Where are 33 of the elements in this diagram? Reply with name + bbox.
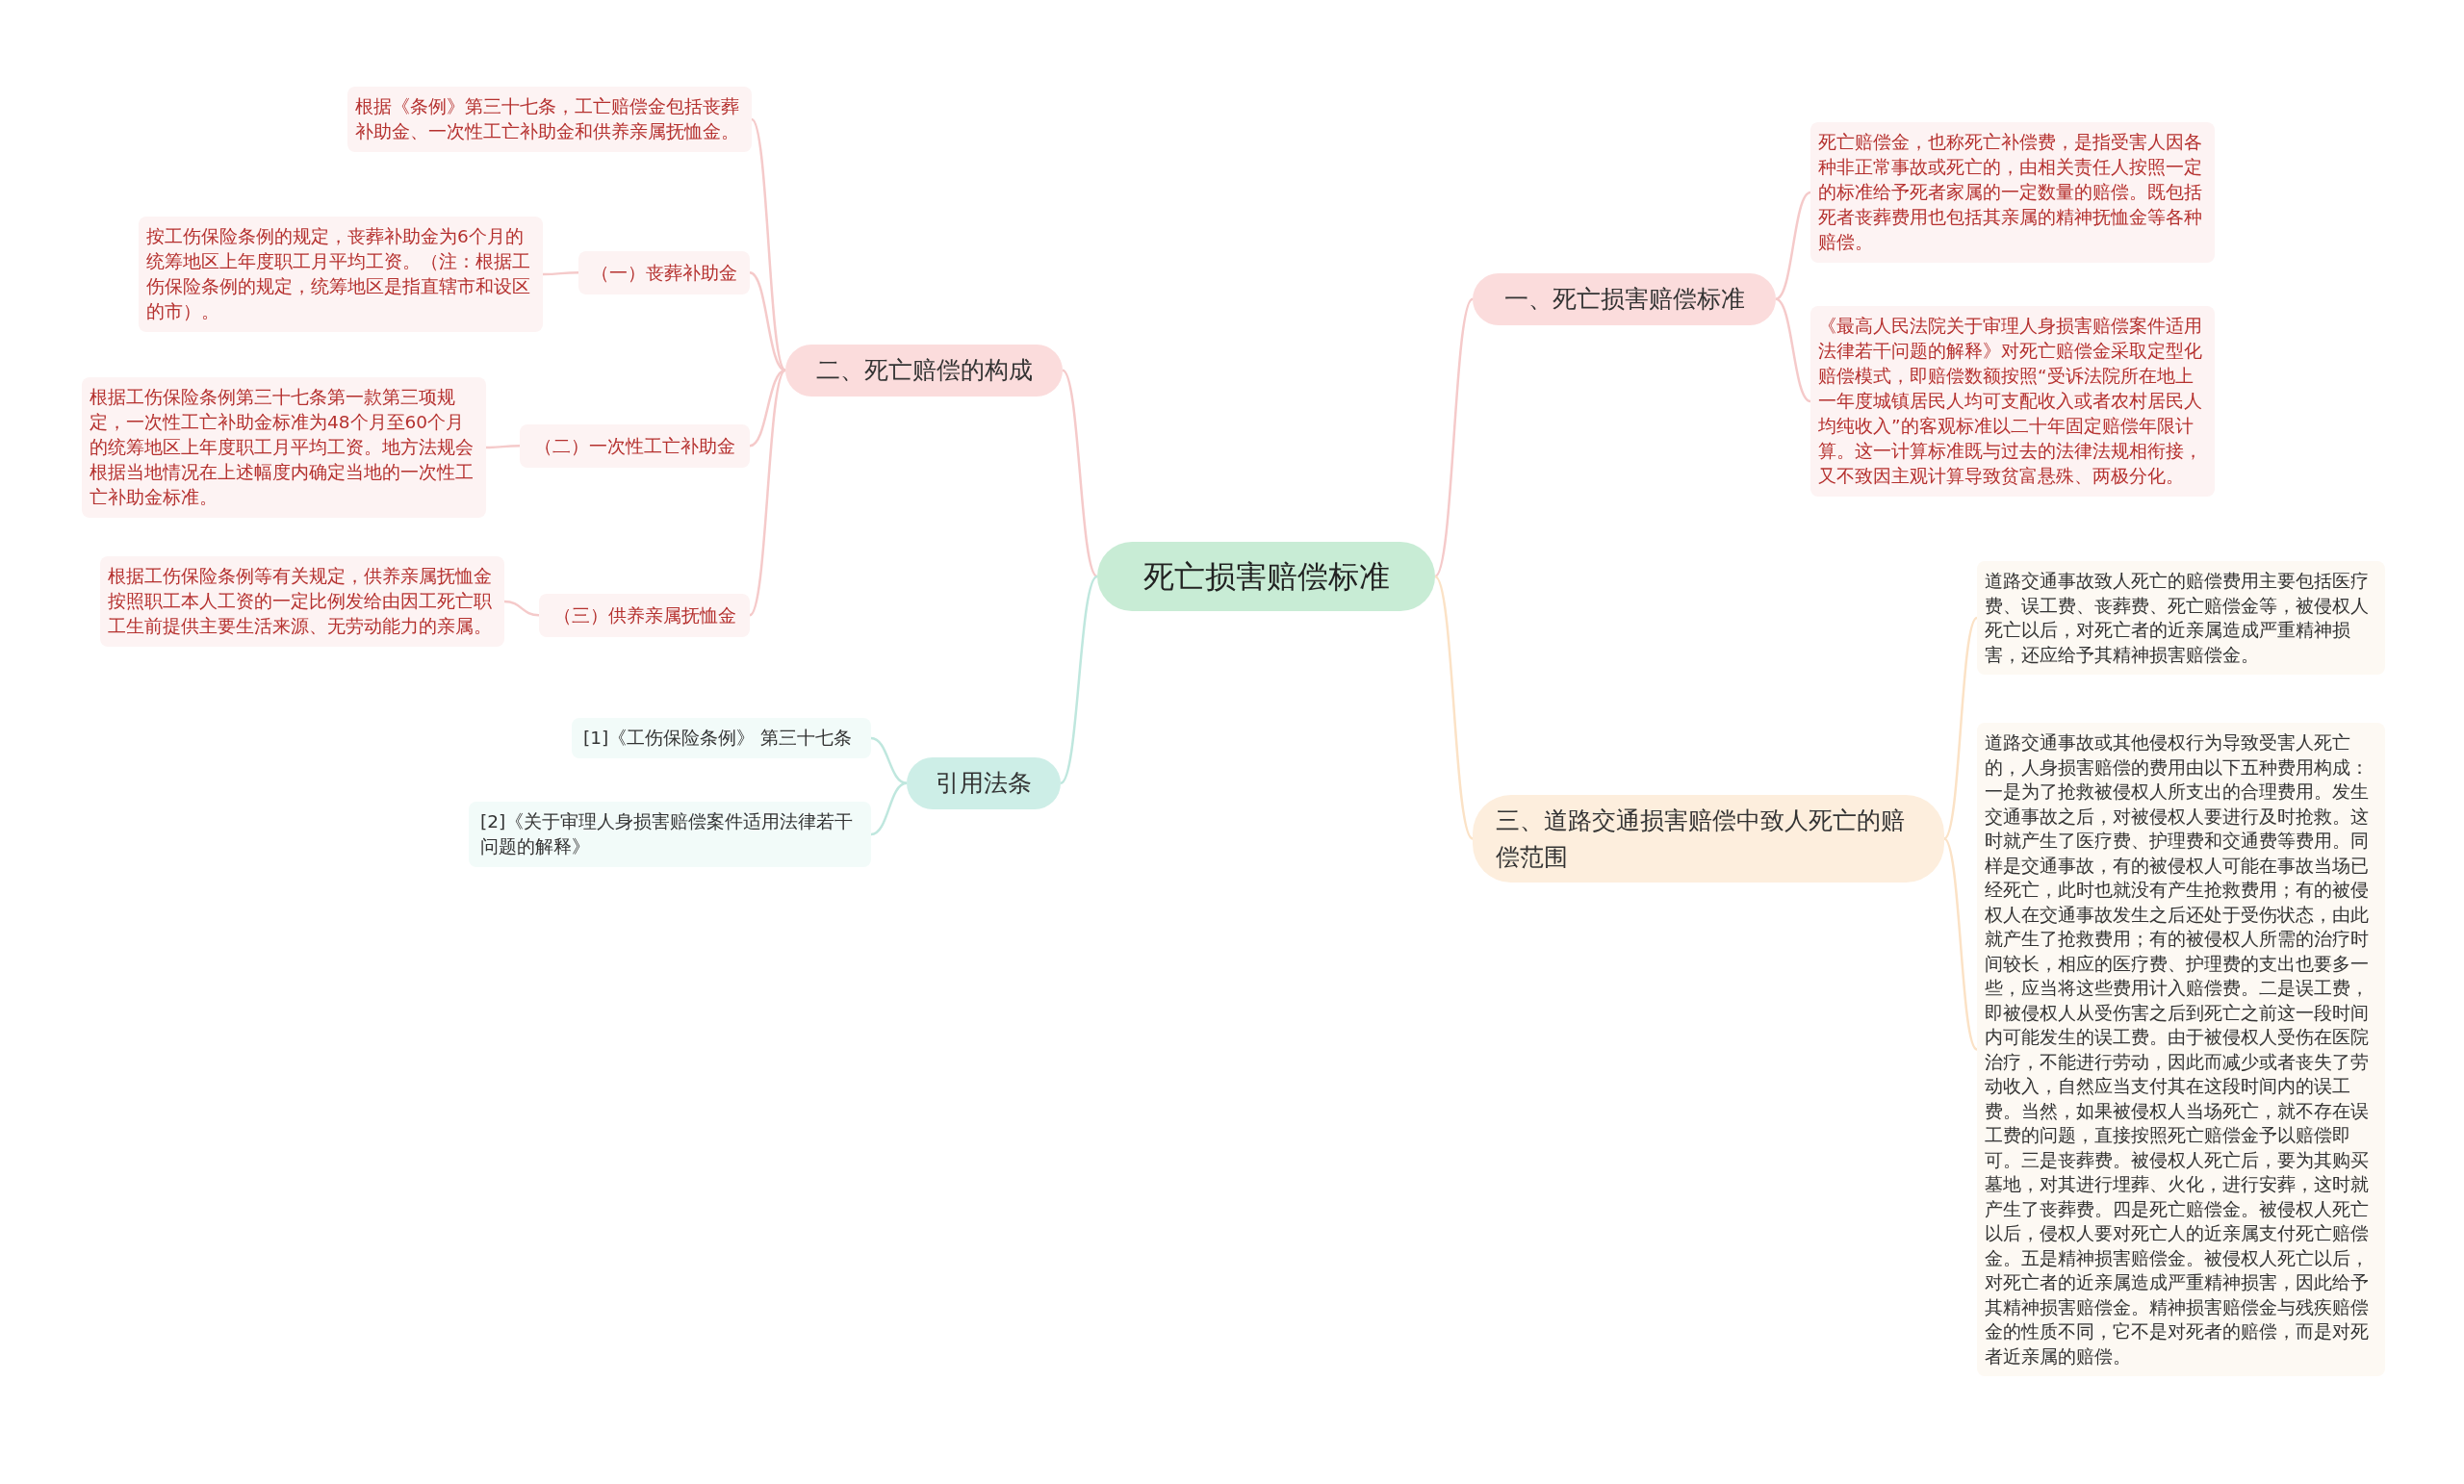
subtopic: （二）一次性工亡补助金 — [520, 424, 750, 468]
reference-card: [1]《工伤保险条例》 第三十七条 — [572, 718, 871, 758]
note-card: 按工伤保险条例的规定，丧葬补助金为6个月的统筹地区上年度职工月平均工资。（注：根据工伤保险条例的规定，统筹地区是指直辖市和设区的市）。 — [139, 217, 543, 332]
connector-line — [1060, 576, 1098, 784]
central-topic: 死亡损害赔偿标准 — [1097, 542, 1435, 611]
connector-line — [1943, 837, 1978, 1051]
subtopic: （一）丧葬补助金 — [578, 251, 750, 294]
connector-line — [1775, 297, 1811, 403]
subtopic: （三）供养亲属抚恤金 — [539, 594, 750, 637]
branch-topic: 引用法条 — [907, 757, 1061, 809]
connector-line — [870, 781, 908, 836]
branch-topic: 三、道路交通损害赔偿中致人死亡的赔偿范围 — [1473, 795, 1944, 883]
branch-topic: 一、死亡损害赔偿标准 — [1473, 273, 1776, 325]
connector-line — [1434, 297, 1474, 577]
note-card: 道路交通事故致人死亡的赔偿费用主要包括医疗费、误工费、丧葬费、死亡赔偿金等，被侵权人死亡以后，对死亡者的近亲属造成严重精神损害，还应给予其精神损害赔偿金。 — [1977, 561, 2385, 675]
connector-line — [486, 445, 520, 449]
note-card: 根据《条例》第三十七条，工亡赔偿金包括丧葬补助金、一次性工亡补助金和供养亲属抚恤金。 — [347, 87, 752, 152]
connector-line — [503, 600, 540, 617]
connector-line — [1775, 191, 1811, 300]
note-card: 道路交通事故或其他侵权行为导致受害人死亡的，人身损害赔偿的费用由以下五种费用构成：一是为了抢救被侵权人所支出的合理费用。发生交通事故之后，对被侵权人要进行及时抢救。这时就产生了医疗费、护理费和交通费等费用。同样是交通事故，有的被侵权人可能在事故当场已经死亡，此时也就没有产生抢救费用；有的被侵权人在交通事故发生之后还处于受伤状态，由此就产生了抢救费用；有的被侵权人所需的治疗时间较长，相应的医疗费、护理费的支出也要多一些，应当将这些费用计入赔偿费。二是误工费，即被侵权人从受伤害之后到死亡之前这一段时间内可能发生的误工费。由于被侵权人受伤在医院治疗，不能进行劳动，因此而减少或者丧失了劳动收入，自然应当支付其在这段时间内的误工费。当然，如果被侵权人当场死亡，就不存在误工费的问题，直接按照死亡赔偿金予以赔偿即可。三是丧葬费。被侵权人死亡后，要为其购买墓地，对其进行埋葬、火化，进行安葬，这时就产生了丧葬费。四是死亡赔偿金。被侵权人死亡以后，侵权人要对死亡人的近亲属支付死亡赔偿金。五是精神损害赔偿金。被侵权人死亡以后，对死亡者的近亲属造成严重精神损害，因此给予其精神损害赔偿金。精神损害赔偿金与残疾赔偿金的性质不同，它不是对死者的赔偿，而是对死者近亲属的赔偿。 — [1977, 723, 2385, 1376]
reference-card: [2]《关于审理人身损害赔偿案件适用法律若干问题的解释》 — [469, 802, 871, 867]
note-card: 《最高人民法院关于审理人身损害赔偿案件适用法律若干问题的解释》对死亡赔偿金采取定型化赔偿模式，即赔偿数额按照“受诉法院所在地上一年度城镇居民人均可支配收入或者农村居民人均纯收入”的客观标准以二十年固定赔偿年限计算。这一计算标准既与过去的法律法规相衔接，又不致因主观计算导致贫富悬殊、两极分化。 — [1810, 306, 2215, 497]
note-card: 根据工伤保险条例等有关规定，供养亲属抚恤金按照职工本人工资的一定比例发给由因工死亡职工生前提供主要生活来源、无劳动能力的亲属。 — [100, 556, 504, 647]
note-card: 根据工伤保险条例第三十七条第一款第三项规定，一次性工亡补助金标准为48个月至60个月的统筹地区上年度职工月平均工资。地方法规会根据当地情况在上述幅度内确定当地的一次性工亡补助金标准。 — [82, 377, 486, 518]
connector-line — [543, 271, 578, 276]
connector-line — [751, 118, 786, 371]
connector-line — [1062, 369, 1098, 577]
connector-line — [1943, 617, 1978, 840]
connector-line — [870, 736, 908, 784]
connector-line — [749, 369, 786, 617]
note-card: 死亡赔偿金，也称死亡补偿费，是指受害人因各种非正常事故或死亡的，由相关责任人按照一定的标准给予死者家属的一定数量的赔偿。既包括死者丧葬费用也包括其亲属的精神抚恤金等各种赔偿。 — [1810, 122, 2215, 263]
connector-line — [1434, 576, 1474, 840]
branch-topic: 二、死亡赔偿的构成 — [785, 345, 1063, 397]
